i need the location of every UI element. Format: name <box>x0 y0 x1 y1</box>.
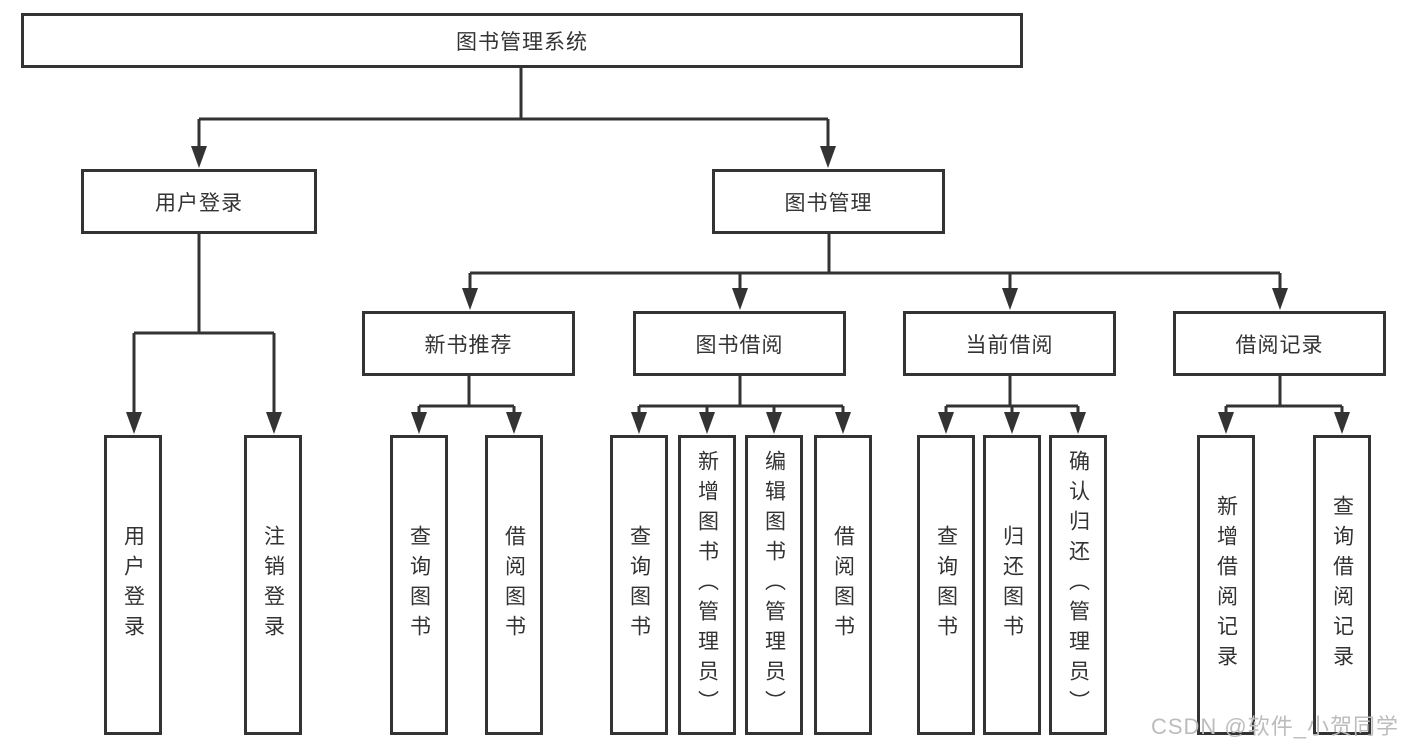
leaf-confirm-return-admin: 确认归还（管理员） <box>1049 435 1107 735</box>
leaf-return-books-label: 归还图书 <box>1000 525 1024 645</box>
node-root: 图书管理系统 <box>21 13 1023 68</box>
node-user-login: 用户登录 <box>81 169 317 234</box>
node-book-management-label: 图书管理 <box>784 191 873 215</box>
leaf-confirm-return-admin-label: 确认归还（管理员） <box>1066 450 1090 720</box>
leaf-user-login: 用户登录 <box>104 435 162 735</box>
leaf-edit-books-admin-label: 编辑图书（管理员） <box>762 450 786 720</box>
node-book-borrow: 图书借阅 <box>633 311 846 376</box>
leaf-current-query-books-label: 查询图书 <box>934 525 958 645</box>
leaf-borrow-query-books-label: 查询图书 <box>627 525 651 645</box>
leaf-edit-books-admin: 编辑图书（管理员） <box>745 435 803 735</box>
node-book-management: 图书管理 <box>712 169 945 234</box>
node-new-book-recommend: 新书推荐 <box>362 311 575 376</box>
leaf-borrow-borrow-books: 借阅图书 <box>814 435 872 735</box>
node-root-label: 图书管理系统 <box>456 30 588 54</box>
leaf-query-borrow-record: 查询借阅记录 <box>1313 435 1371 735</box>
node-book-borrow-label: 图书借阅 <box>695 333 784 357</box>
leaf-query-borrow-record-label: 查询借阅记录 <box>1330 495 1354 675</box>
leaf-newbook-query-books-label: 查询图书 <box>407 525 431 645</box>
node-current-borrow-label: 当前借阅 <box>965 333 1054 357</box>
node-borrow-records-label: 借阅记录 <box>1235 333 1324 357</box>
leaf-return-books: 归还图书 <box>983 435 1041 735</box>
leaf-newbook-borrow-books: 借阅图书 <box>485 435 543 735</box>
node-current-borrow: 当前借阅 <box>903 311 1116 376</box>
leaf-borrow-borrow-books-label: 借阅图书 <box>831 525 855 645</box>
leaf-newbook-query-books: 查询图书 <box>390 435 448 735</box>
node-new-book-recommend-label: 新书推荐 <box>424 333 513 357</box>
leaf-current-query-books: 查询图书 <box>917 435 975 735</box>
node-borrow-records: 借阅记录 <box>1173 311 1386 376</box>
leaf-logout: 注销登录 <box>244 435 302 735</box>
leaf-logout-label: 注销登录 <box>261 525 285 645</box>
leaf-user-login-label: 用户登录 <box>121 525 145 645</box>
leaf-borrow-query-books: 查询图书 <box>610 435 668 735</box>
leaf-newbook-borrow-books-label: 借阅图书 <box>502 525 526 645</box>
leaf-add-books-admin-label: 新增图书（管理员） <box>695 450 719 720</box>
node-user-login-label: 用户登录 <box>155 191 243 215</box>
leaf-add-borrow-record: 新增借阅记录 <box>1197 435 1255 735</box>
leaf-add-borrow-record-label: 新增借阅记录 <box>1214 495 1238 675</box>
leaf-add-books-admin: 新增图书（管理员） <box>678 435 736 735</box>
csdn-watermark: CSDN @软件_小贺同学 <box>1150 714 1399 739</box>
